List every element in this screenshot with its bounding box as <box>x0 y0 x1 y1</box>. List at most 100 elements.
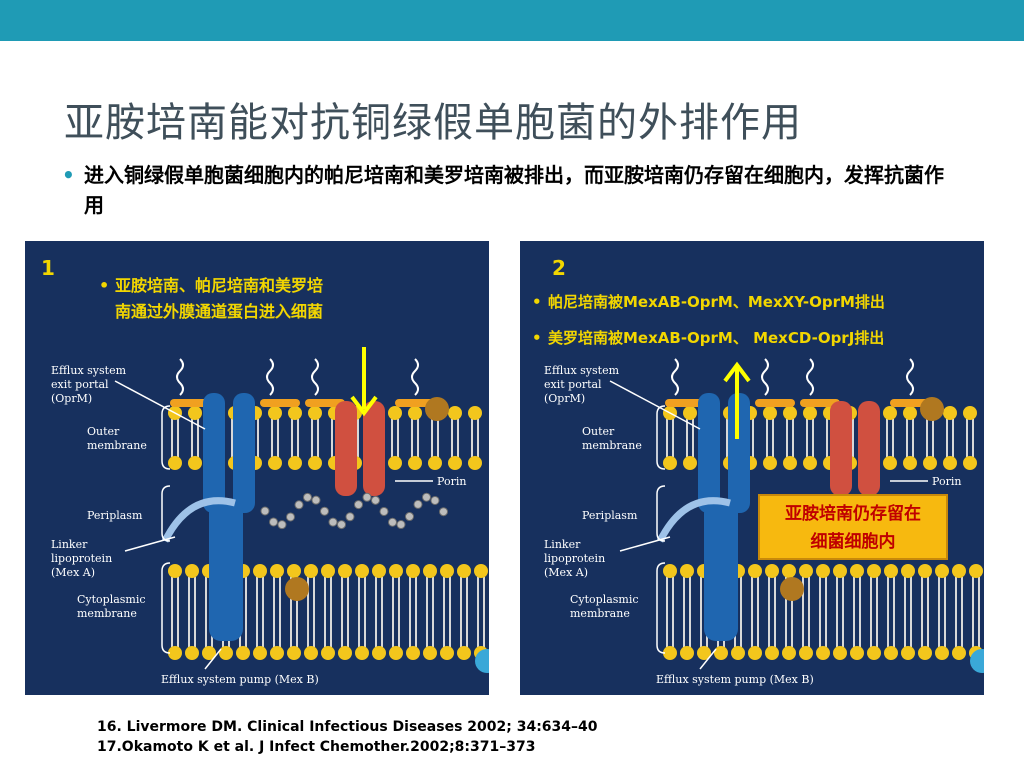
lipid-head <box>468 456 482 470</box>
lipid-head <box>850 646 864 660</box>
lipid-head <box>833 564 847 578</box>
peptidoglycan-bead <box>337 520 346 530</box>
lipid-head <box>268 456 282 470</box>
lps-cap <box>170 399 210 407</box>
lipid-head <box>219 646 233 660</box>
lipid-head <box>355 646 369 660</box>
efflux-channel-oprm <box>203 393 225 513</box>
lipid-head <box>185 646 199 660</box>
label-bracket <box>656 405 666 470</box>
diagram-panel-2: 2 • 帕尼培南被MexAB-OprM、MexXY-OprM排出 • 美罗培南被… <box>520 241 984 695</box>
porin-channel <box>335 401 357 496</box>
lipid-head <box>935 564 949 578</box>
lipid-head <box>287 646 301 660</box>
label-linker-lipoprotein: Linker lipoprotein (Mex A) <box>51 538 113 579</box>
label-pointer <box>609 380 701 430</box>
lipid-head <box>663 646 677 660</box>
lipid-head <box>969 564 983 578</box>
lipid-head <box>270 564 284 578</box>
efflux-channel-oprm <box>233 393 255 513</box>
label-pointer <box>124 536 176 552</box>
lipid-head <box>952 564 966 578</box>
label-cytoplasmic-membrane: Cytoplasmic membrane <box>77 593 146 620</box>
membrane-protein <box>285 577 309 601</box>
label-pointer <box>699 648 717 670</box>
lipid-head <box>782 564 796 578</box>
lipid-head <box>468 406 482 420</box>
lipid-head <box>338 564 352 578</box>
lps-cap <box>665 399 705 407</box>
peptidoglycan-bead <box>269 517 278 527</box>
lipid-head <box>783 406 797 420</box>
lipid-head <box>388 456 402 470</box>
peptidoglycan-bead <box>328 517 338 527</box>
peptidoglycan-bead <box>320 506 329 516</box>
label-efflux-exit: Efflux system exit portal (OprM) <box>51 364 127 405</box>
peptidoglycan-bead <box>379 506 389 516</box>
lipid-head <box>803 406 817 420</box>
lipid-head <box>803 456 817 470</box>
lipid-head <box>168 564 182 578</box>
lipid-head <box>268 406 282 420</box>
lipid-head <box>883 456 897 470</box>
lipid-head <box>202 646 216 660</box>
lipid-head <box>372 646 386 660</box>
lipid-head <box>406 564 420 578</box>
lipid-head <box>883 406 897 420</box>
label-linker-lipoprotein: Linker lipoprotein (Mex A) <box>544 538 606 579</box>
lipid-head <box>763 456 777 470</box>
lipid-head <box>714 646 728 660</box>
lps-cap <box>890 399 930 407</box>
lipid-head <box>440 646 454 660</box>
callout-line2: 细菌细胞内 <box>810 532 896 552</box>
lipid-head <box>304 564 318 578</box>
label-cytoplasmic-membrane: Cytoplasmic membrane <box>570 593 639 620</box>
diagram-panel-1: 1 • 亚胺培南、帕尼培南和美罗培 南通过外膜通道蛋白进入细菌 Efflux s… <box>25 241 489 695</box>
lipid-head <box>321 646 335 660</box>
lipid-head <box>763 406 777 420</box>
efflux-pump-mexb <box>704 501 738 641</box>
lipid-head <box>388 406 402 420</box>
porin-channel <box>858 401 880 496</box>
slide-title: 亚胺培南能对抗铜绿假单胞菌的外排作用 <box>64 100 802 146</box>
peptidoglycan-bead <box>405 512 414 522</box>
lipid-head <box>448 406 462 420</box>
top-accent-bar <box>0 0 1024 41</box>
lipid-head <box>457 564 471 578</box>
lipid-head <box>338 646 352 660</box>
lipid-head <box>372 564 386 578</box>
peptidoglycan-bead <box>362 492 372 502</box>
label-efflux-pump: Efflux system pump (Mex B) <box>656 673 814 686</box>
lipid-head <box>236 646 250 660</box>
lipid-head <box>683 456 697 470</box>
linker-lipoprotein <box>161 497 236 543</box>
lps-cap <box>305 399 345 407</box>
lipid-head <box>901 564 915 578</box>
callout-line1: 亚胺培南仍存留在 <box>785 504 921 524</box>
peptidoglycan-bead <box>277 520 287 530</box>
lipid-head <box>663 564 677 578</box>
corner-emblem <box>475 649 489 673</box>
lipid-head <box>288 406 302 420</box>
lipid-head <box>867 646 881 660</box>
lipid-head <box>304 646 318 660</box>
peptidoglycan-bead <box>396 520 406 530</box>
lipid-head <box>765 564 779 578</box>
lps-chain <box>671 358 679 396</box>
linker-lipoprotein <box>656 497 731 543</box>
label-pointer <box>114 380 206 430</box>
lipid-head <box>833 646 847 660</box>
lps-cap <box>395 399 435 407</box>
lps-cap <box>800 399 840 407</box>
lipid-head <box>943 456 957 470</box>
peptidoglycan-bead <box>422 492 431 502</box>
label-periplasm: Periplasm <box>582 509 638 522</box>
lipid-head <box>884 564 898 578</box>
label-bracket <box>161 562 171 654</box>
lipid-head <box>389 646 403 660</box>
porin-channel <box>830 401 852 496</box>
lipid-head <box>185 564 199 578</box>
lipid-head <box>918 564 932 578</box>
peptidoglycan-bead <box>294 500 304 510</box>
reference-1: 16. Livermore DM. Clinical Infectious Di… <box>97 719 598 735</box>
